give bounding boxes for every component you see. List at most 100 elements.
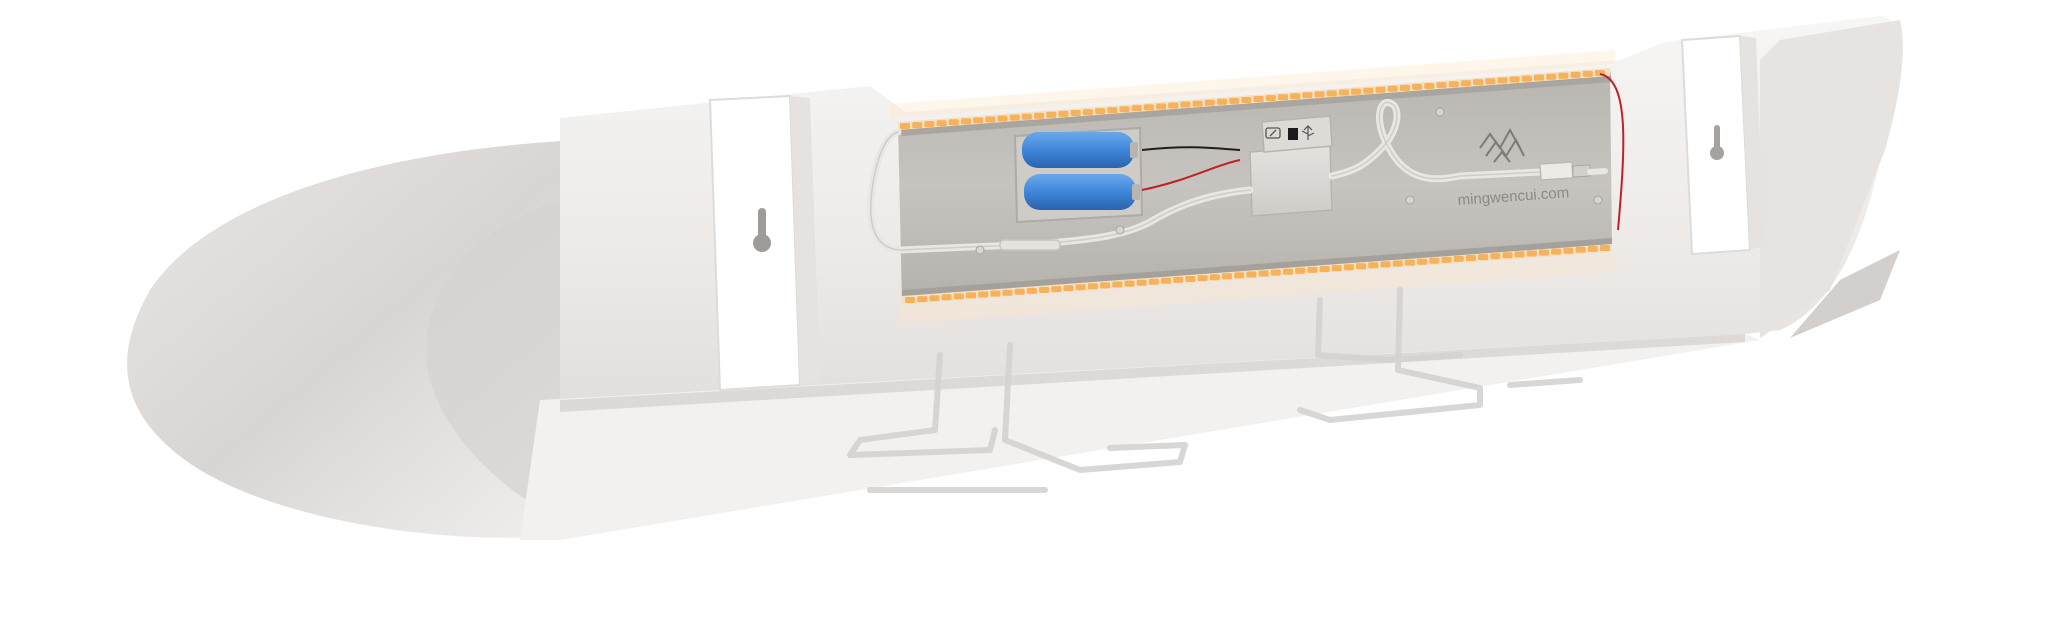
led-dot <box>1173 276 1184 283</box>
led-dot <box>1478 254 1489 261</box>
led-dot <box>1473 79 1484 86</box>
led-dot <box>1399 84 1410 91</box>
led-dot <box>900 123 910 129</box>
switch-button <box>1288 128 1298 140</box>
control-box <box>1249 115 1333 217</box>
led-dot <box>1509 76 1520 83</box>
hanger-rails <box>847 287 1583 493</box>
left-wing <box>127 140 601 538</box>
led-dot <box>1039 287 1050 293</box>
led-dot <box>1575 246 1586 253</box>
led-dot <box>1485 78 1496 85</box>
led-dot <box>1424 83 1435 89</box>
led-dot <box>1253 96 1264 102</box>
led-strip-bottom <box>902 244 1612 304</box>
led-dot <box>1185 276 1196 282</box>
led-dot <box>1180 101 1191 108</box>
led-dot <box>1375 86 1386 93</box>
keyhole-slot-icon <box>1710 125 1724 160</box>
power-cables <box>867 99 1544 254</box>
led-dot <box>1258 270 1269 277</box>
led-dot <box>1582 70 1593 77</box>
led-dot <box>985 116 996 123</box>
led-dot <box>941 294 952 301</box>
right-red-wire <box>1599 73 1625 231</box>
led-dot <box>1034 112 1045 119</box>
led-dot <box>1436 82 1447 89</box>
led-dot <box>912 122 923 129</box>
led-dot <box>1307 266 1318 273</box>
led-dot <box>1204 99 1215 106</box>
keyhole-slot-icon <box>753 208 771 252</box>
led-dot <box>1148 278 1159 285</box>
led-dot <box>1539 249 1549 256</box>
led-dot <box>1558 72 1569 79</box>
led-dot <box>1314 91 1325 98</box>
led-dot <box>948 119 959 126</box>
led-dot <box>1070 110 1081 116</box>
led-dot <box>1100 282 1111 289</box>
led-dot <box>1265 95 1276 102</box>
led-dot <box>1551 248 1562 255</box>
led-dot <box>1302 92 1313 99</box>
led-dot <box>978 291 989 298</box>
battery-cell-top <box>1022 132 1138 168</box>
led-dot <box>936 120 947 127</box>
battery-cell-bottom <box>1024 174 1140 210</box>
led-dot <box>961 118 971 125</box>
battery-holder <box>1013 126 1144 224</box>
led-dot <box>1222 273 1232 280</box>
led-glow <box>890 50 1615 324</box>
led-dot <box>1600 245 1610 251</box>
led-dot <box>1441 256 1452 263</box>
led-dot <box>1234 272 1245 279</box>
right-mount-bracket <box>1680 34 1764 256</box>
led-dot <box>1392 260 1403 267</box>
led-dot <box>1075 284 1086 291</box>
led-dot <box>1046 111 1057 118</box>
led-dot <box>1380 261 1391 268</box>
led-dot <box>1209 274 1220 281</box>
led-dot <box>1387 85 1398 92</box>
led-dot <box>1119 106 1130 113</box>
led-dot <box>966 292 976 299</box>
led-dot <box>1338 89 1349 96</box>
led-dot <box>1112 281 1123 288</box>
led-dot <box>1570 71 1581 78</box>
led-strip-top <box>898 68 1610 130</box>
led-dot <box>1319 266 1330 272</box>
led-dot <box>1168 102 1179 109</box>
usb-plug <box>1539 161 1608 181</box>
mingwencui-logo-icon <box>1479 127 1525 163</box>
led-dot <box>1241 97 1252 103</box>
led-dot <box>1009 114 1020 121</box>
led-dot <box>1514 251 1525 258</box>
led-dot <box>1448 81 1459 88</box>
led-dot <box>1465 255 1476 261</box>
led-dot <box>1002 289 1013 296</box>
led-dot <box>1161 277 1172 284</box>
led-dot <box>1095 108 1106 115</box>
led-dot <box>1197 275 1208 282</box>
led-dot <box>973 117 984 124</box>
led-dot <box>1107 107 1118 114</box>
led-dot <box>1143 104 1154 111</box>
led-dot <box>1058 110 1069 117</box>
screws <box>975 107 1603 255</box>
led-dot <box>1270 269 1281 276</box>
led-dot <box>1087 283 1098 290</box>
led-dot <box>1026 287 1037 294</box>
led-dot <box>917 296 928 303</box>
led-dot <box>1343 264 1354 271</box>
led-dot <box>1082 109 1093 116</box>
battery-wires <box>1141 146 1241 191</box>
led-dot <box>1497 77 1508 84</box>
led-dot <box>1290 93 1301 100</box>
led-dot <box>1229 97 1240 104</box>
led-dot <box>1124 280 1135 287</box>
led-dot <box>1587 245 1598 252</box>
led-dot <box>1460 80 1471 87</box>
led-dot <box>1546 73 1557 80</box>
